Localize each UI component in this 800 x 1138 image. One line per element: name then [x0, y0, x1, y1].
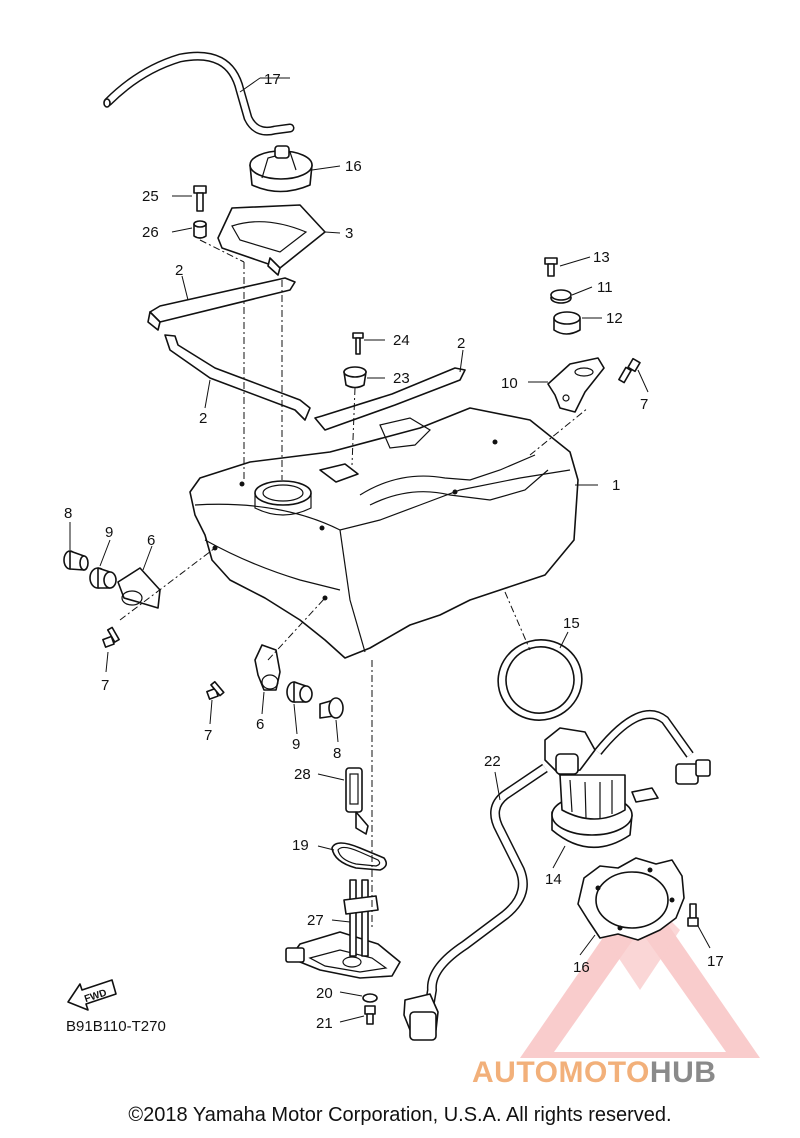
bolt-22 — [193, 185, 207, 212]
callout-8-right: 8 — [333, 745, 341, 762]
cap-cover — [217, 204, 326, 276]
callout-9-right: 9 — [292, 736, 300, 753]
grommet-20 — [343, 366, 367, 389]
collar-23 — [193, 220, 207, 239]
damper-13 — [553, 311, 581, 335]
fuel-hose-19 — [403, 763, 548, 1041]
bolt-11 — [618, 357, 641, 384]
bracket-6-left — [117, 567, 161, 609]
fwd-arrow-icon: FWD — [67, 979, 117, 1011]
fuel-sender-25 — [345, 767, 369, 835]
collar-12 — [550, 289, 572, 304]
callout-3: 3 — [345, 225, 353, 242]
breather-hose — [103, 51, 295, 136]
callout-6-left: 6 — [147, 532, 155, 549]
fuel-gauge-24 — [285, 879, 401, 979]
callout-1: 1 — [612, 477, 620, 494]
callout-6-right: 6 — [256, 716, 264, 733]
tank-band-upper — [147, 277, 296, 331]
damper-9-left — [89, 567, 117, 589]
callout-labels: 17 16 25 26 3 2 2 2 13 11 12 10 7 24 23 … — [64, 71, 724, 1032]
screw-21 — [352, 332, 364, 355]
callout-22: 25 — [142, 188, 159, 205]
callout-27: 20 — [316, 985, 333, 1002]
callout-2b: 2 — [199, 410, 207, 427]
callout-11: 7 — [640, 396, 648, 413]
callout-19: 22 — [484, 753, 501, 770]
callout-15: 14 — [545, 871, 562, 888]
callout-18: 17 — [707, 953, 724, 970]
alignment-lines — [119, 239, 589, 930]
bracket-6-right — [254, 644, 281, 691]
callout-23: 26 — [142, 224, 159, 241]
callout-4: 16 — [345, 158, 362, 175]
diagram-code: B91B110-T270 — [66, 1018, 166, 1035]
tank-band-right — [314, 367, 466, 431]
bolt-7-left — [102, 626, 120, 648]
bolt-8-left — [63, 550, 89, 571]
fuel-cap — [249, 145, 313, 193]
bolt-7-right — [206, 680, 225, 700]
callout-5: 17 — [264, 71, 281, 88]
callout-28: 21 — [316, 1015, 333, 1032]
tank-band-lower — [164, 334, 311, 421]
bracket-10 — [547, 357, 605, 413]
callout-7-left: 7 — [101, 677, 109, 694]
callout-9-left: 9 — [105, 524, 113, 541]
bolt-28 — [364, 1005, 376, 1025]
bolt-8-right — [319, 697, 344, 719]
copyright-notice: ©2018 Yamaha Motor Corporation, U.S.A. A… — [128, 1104, 672, 1126]
callout-16: 15 — [563, 615, 580, 632]
bolt-18 — [687, 903, 699, 927]
callout-2c: 2 — [457, 335, 465, 352]
gasket-16 — [497, 639, 583, 721]
callout-2a: 2 — [175, 262, 183, 279]
retainer-plate-17 — [577, 857, 685, 941]
fuel-pump — [544, 709, 711, 849]
callout-20: 23 — [393, 370, 410, 387]
automotohub-watermark: AUTOMOTOHUB — [472, 1056, 717, 1089]
leader-lines — [69, 77, 711, 1023]
bolt-14 — [544, 257, 558, 277]
fuel-tank — [189, 407, 579, 659]
callout-14: 13 — [593, 249, 610, 266]
callout-25: 28 — [294, 766, 311, 783]
callout-24: 27 — [307, 912, 324, 929]
callout-21: 24 — [393, 332, 410, 349]
washer-27 — [362, 993, 378, 1003]
callout-12: 11 — [597, 279, 613, 296]
callout-26: 19 — [292, 837, 309, 854]
callout-17: 16 — [573, 959, 590, 976]
callout-10: 10 — [501, 375, 518, 392]
callout-7-right: 7 — [204, 727, 212, 744]
callout-13: 12 — [606, 310, 623, 327]
callout-8-left: 8 — [64, 505, 72, 522]
damper-9-right — [286, 681, 313, 703]
oring-26 — [331, 842, 388, 871]
